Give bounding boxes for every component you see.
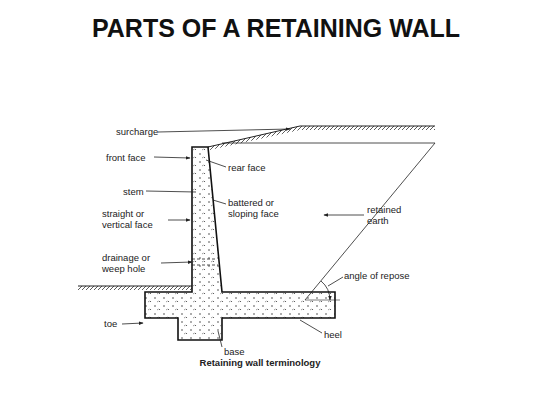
part-label: rear face <box>228 162 288 173</box>
title: PARTS OF A RETAINING WALL <box>0 14 552 43</box>
part-label: angle of repose <box>344 270 424 281</box>
part-label: toe <box>104 318 124 329</box>
part-label: stem <box>123 186 153 197</box>
part-label: drainage or weep hole <box>102 252 162 274</box>
part-label: battered or sloping face <box>228 197 290 219</box>
part-label: heel <box>324 329 354 340</box>
part-label: front face <box>106 152 156 163</box>
part-label: retained earth <box>367 204 417 226</box>
part-label: base <box>224 346 254 357</box>
part-label: straight or vertical face <box>102 208 168 230</box>
part-label: surcharge <box>116 126 160 137</box>
caption: Retaining wall terminology <box>160 357 360 368</box>
